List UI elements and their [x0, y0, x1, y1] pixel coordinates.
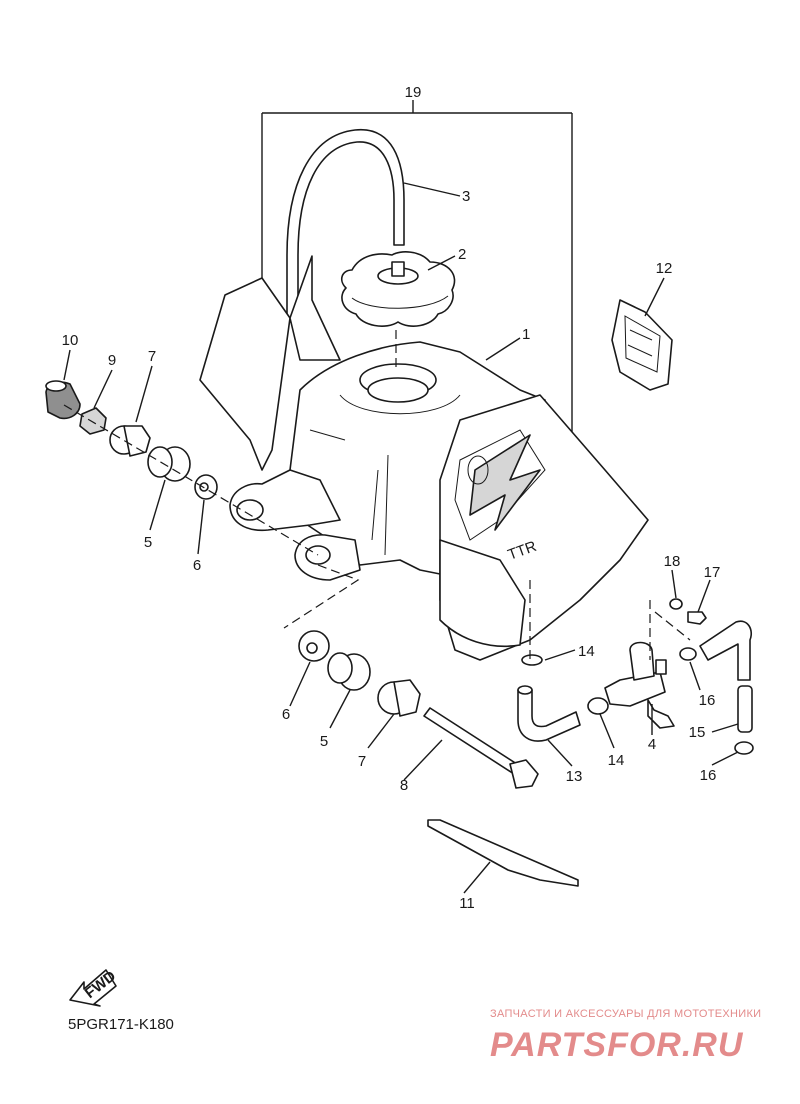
callout-12: 12 [656, 260, 673, 277]
fuel-cap [340, 251, 456, 327]
callout-5-upper: 5 [144, 534, 152, 551]
callout-1: 1 [522, 326, 530, 343]
callout-19: 19 [405, 84, 422, 101]
callout-5-lower: 5 [320, 733, 328, 750]
rubber-damper-plate [427, 819, 579, 887]
mount-parts-upper [45, 380, 218, 500]
watermark-caption: ЗАПЧАСТИ И АКСЕССУАРЫ ДЛЯ МОТОТЕХНИКИ [490, 1008, 762, 1020]
callout-11: 11 [459, 895, 475, 912]
callout-13: 13 [566, 768, 583, 785]
breather-hose [286, 129, 405, 323]
callout-4: 4 [648, 736, 656, 753]
callout-3: 3 [462, 188, 470, 205]
watermark-logo-text: PARTSFOR.RU [490, 1026, 744, 1064]
callout-7-upper: 7 [148, 348, 156, 365]
fuel-tank: TTR [199, 255, 649, 661]
assembly-bracket-19 [261, 100, 573, 458]
callout-8: 8 [400, 777, 408, 794]
forward-direction-icon: FWD [69, 967, 119, 1007]
callout-6-lower: 6 [282, 706, 290, 723]
mount-parts-lower [298, 630, 539, 789]
callout-6-upper: 6 [193, 557, 201, 574]
fuel-cock-and-hoses [517, 598, 754, 755]
callout-10: 10 [62, 332, 79, 349]
diagram-reference-code: 5PGR171-K180 [68, 1016, 174, 1033]
callout-17: 17 [704, 564, 721, 581]
callout-14-upper: 14 [578, 643, 595, 660]
callout-16-lower: 16 [700, 767, 717, 784]
callout-16-upper: 16 [699, 692, 716, 709]
callout-7-lower: 7 [358, 753, 366, 770]
watermark-logo: PARTSFOR.RU [490, 1026, 744, 1064]
callout-9: 9 [108, 352, 116, 369]
tank-label-plate [611, 299, 673, 391]
callout-numbers: 19 3 2 12 1 10 9 7 5 6 18 17 14 16 4 15 … [62, 84, 721, 912]
leader-lines [63, 182, 739, 894]
callout-2: 2 [458, 246, 466, 263]
callout-18: 18 [664, 553, 681, 570]
callout-14-lower: 14 [608, 752, 625, 769]
callout-15: 15 [689, 724, 706, 741]
assembly-lines [63, 330, 691, 660]
